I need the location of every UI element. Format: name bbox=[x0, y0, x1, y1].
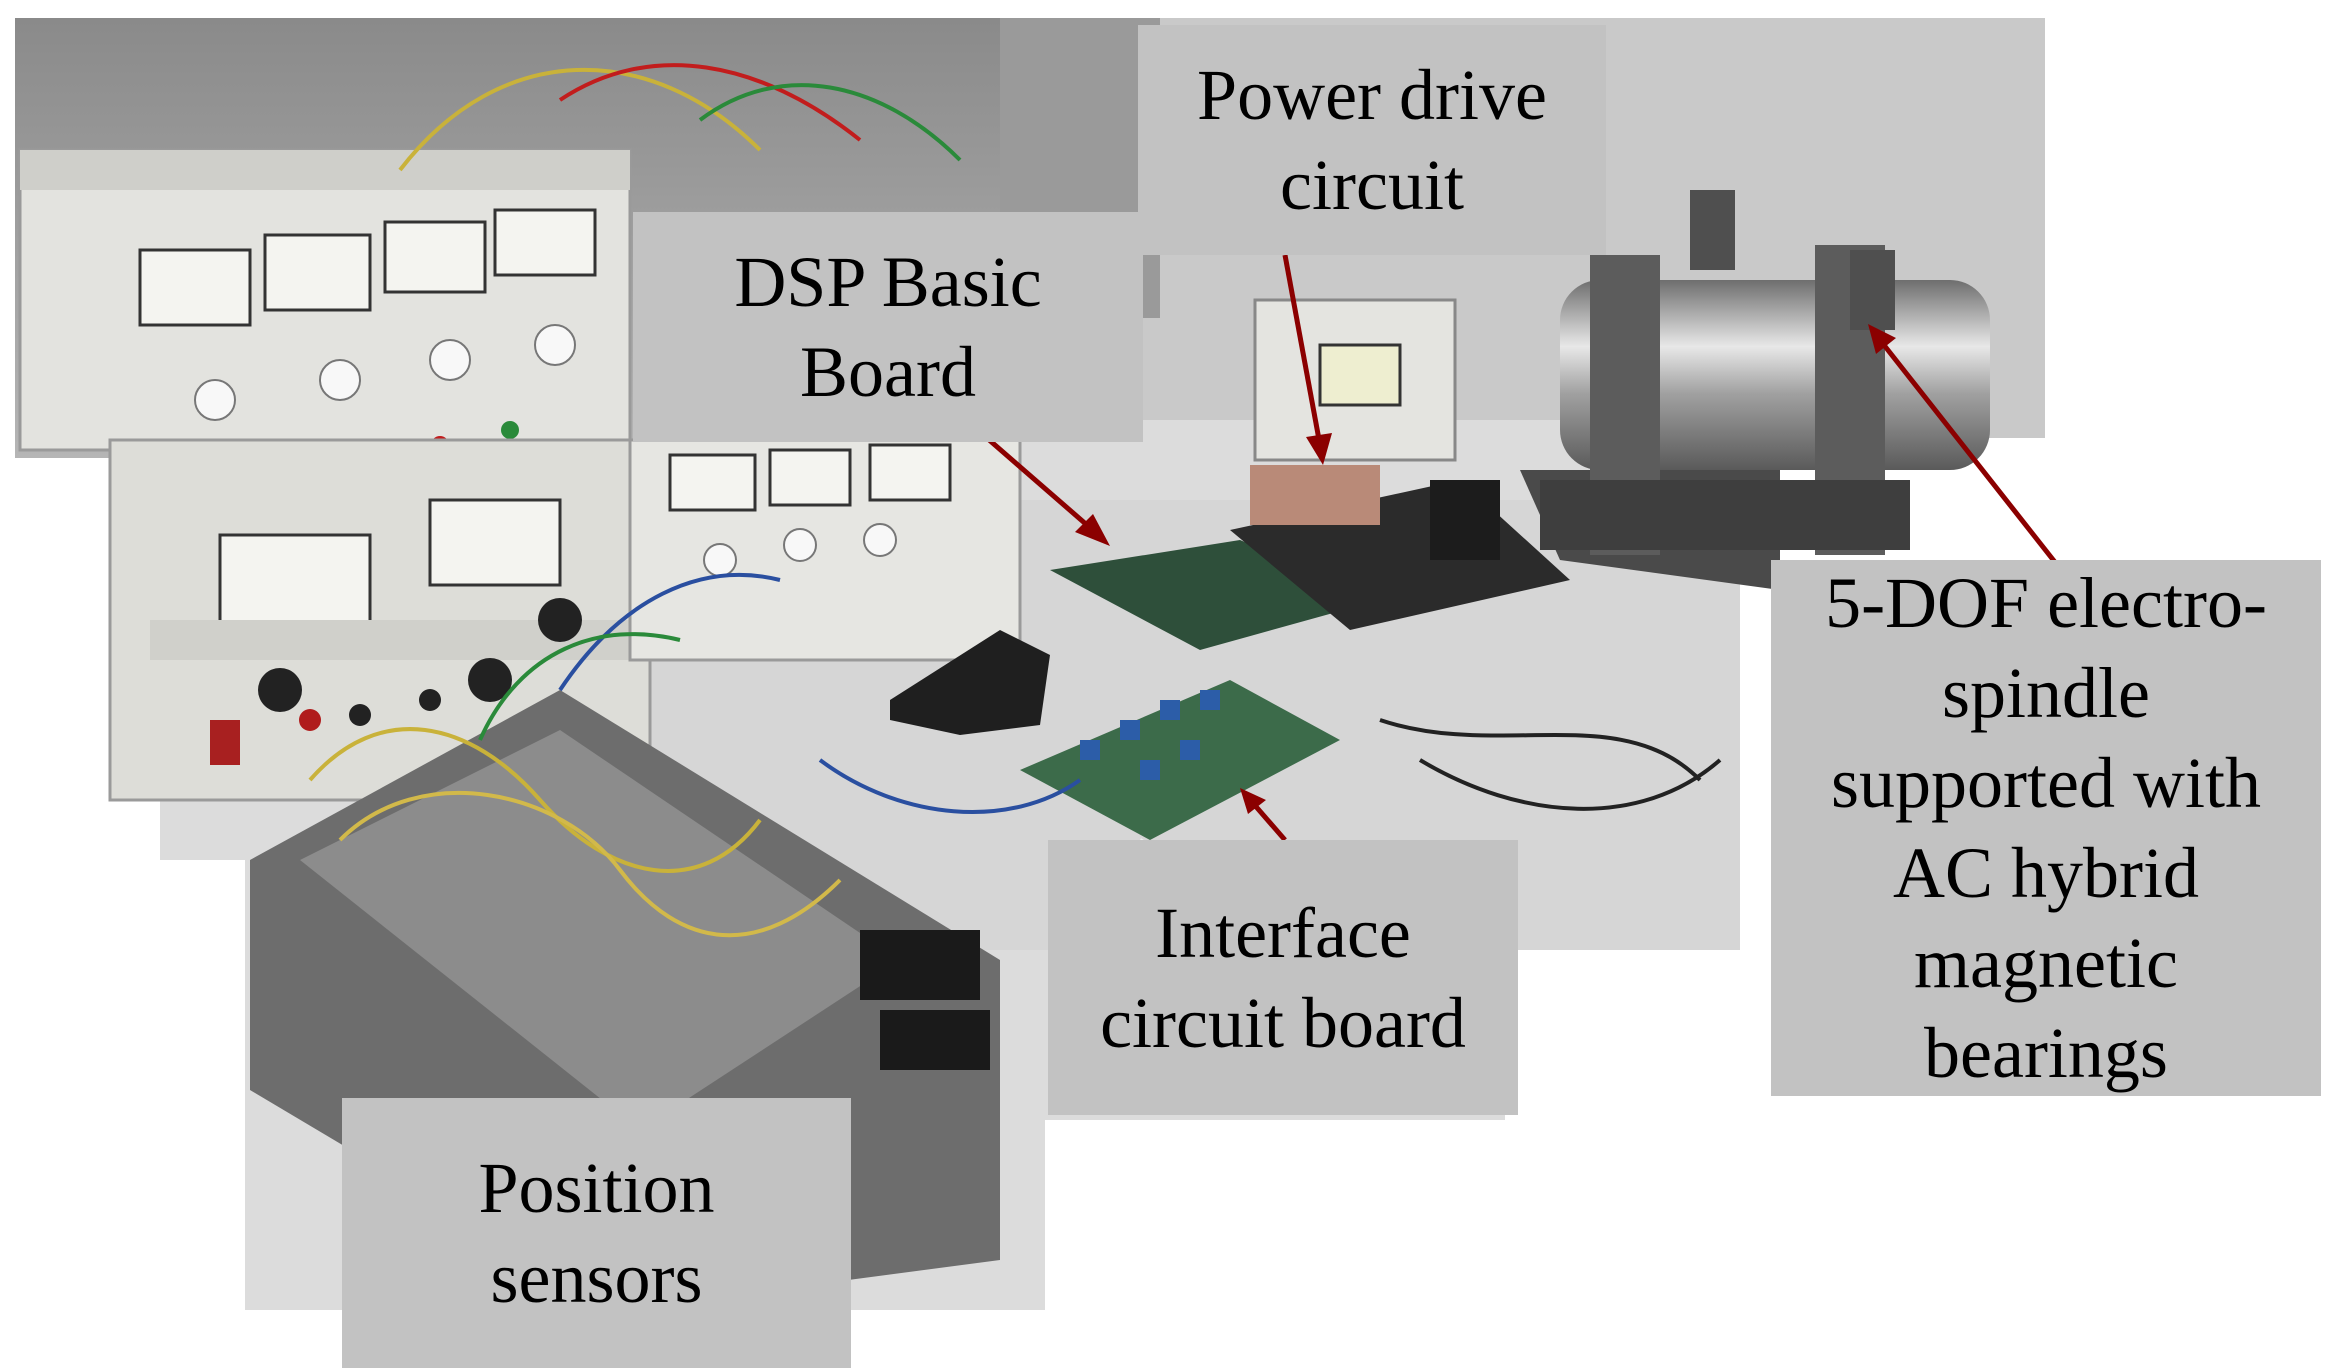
label-electro-spindle: 5-DOF electro- spindle supported with AC… bbox=[1771, 560, 2321, 1096]
small-power-supply bbox=[1253, 298, 1457, 462]
arrow-dsp-board bbox=[978, 430, 1097, 534]
arrowhead-spindle bbox=[1868, 324, 1896, 354]
arrow-interface bbox=[1250, 800, 1287, 842]
label-line: circuit board bbox=[1100, 982, 1466, 1063]
label-line: magnetic bbox=[1914, 923, 2178, 1003]
interface-board bbox=[1020, 680, 1340, 840]
label-line: supported with bbox=[1831, 743, 2261, 823]
wires bbox=[308, 63, 1722, 938]
label-line: AC hybrid bbox=[1893, 833, 2199, 913]
label-line: sensors bbox=[490, 1238, 703, 1318]
arrow-power-drive bbox=[1282, 254, 1323, 446]
emulator-box bbox=[890, 630, 1050, 735]
label-line: Board bbox=[800, 332, 976, 412]
label-line: spindle bbox=[1942, 653, 2150, 733]
arrowhead-dsp-board bbox=[1075, 514, 1110, 546]
annotation-arrows bbox=[978, 254, 2060, 842]
dsp-board-assembly bbox=[1050, 465, 1570, 650]
label-line: DSP Basic bbox=[734, 242, 1042, 322]
label-line: 5-DOF electro- bbox=[1825, 563, 2267, 643]
label-dsp-basic-board: DSP Basic Board bbox=[633, 212, 1143, 442]
arrowhead-interface bbox=[1240, 788, 1266, 814]
label-position-sensors: Position sensors bbox=[342, 1098, 851, 1368]
label-interface-circuit-board: Interface circuit board bbox=[1048, 840, 1518, 1115]
label-line: Power drive bbox=[1197, 55, 1547, 135]
arrow-spindle bbox=[1878, 338, 2060, 568]
label-line: Interface bbox=[1155, 892, 1411, 973]
electro-spindle bbox=[1520, 190, 1990, 590]
arrowhead-power-drive bbox=[1306, 433, 1332, 465]
label-power-drive-circuit: Power drive circuit bbox=[1138, 25, 1606, 255]
label-line: circuit bbox=[1280, 145, 1464, 225]
label-line: bearings bbox=[1924, 1013, 2168, 1093]
label-line: Position bbox=[478, 1148, 715, 1228]
